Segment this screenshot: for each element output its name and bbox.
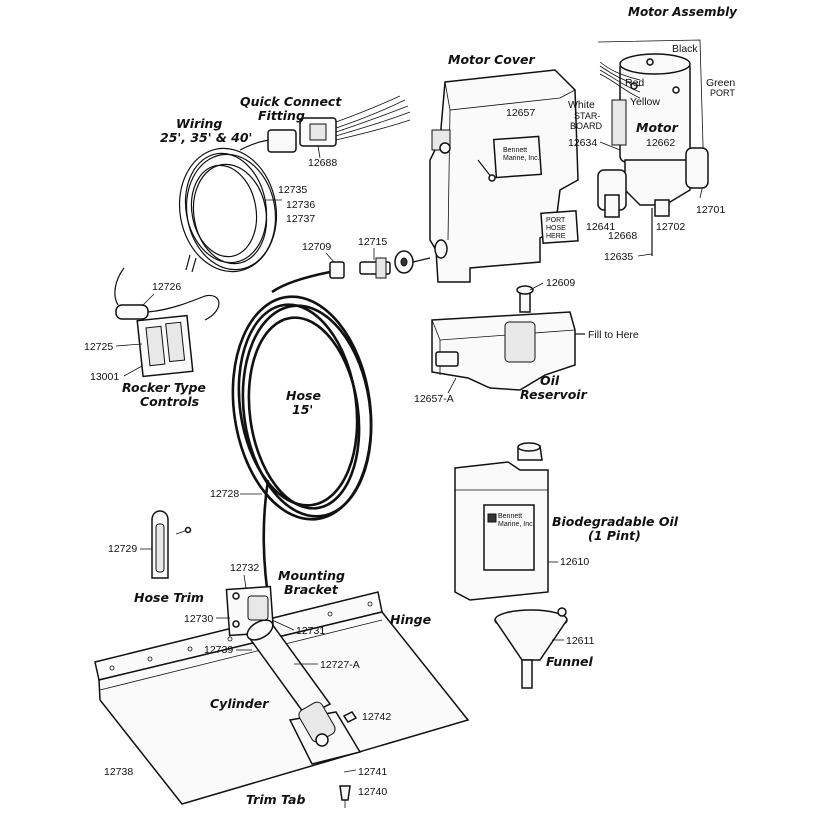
part-12688: 12688 <box>308 157 337 169</box>
part-12731: 12731 <box>296 625 325 637</box>
part-12735: 12735 <box>278 184 307 196</box>
part-12729: 12729 <box>108 543 137 555</box>
part-12728: 12728 <box>210 488 239 500</box>
part-12635: 12635 <box>604 251 633 263</box>
part-12641: 12641 <box>586 221 615 233</box>
port-label: PORT <box>710 88 735 98</box>
oil-reservoir-label-1: Oil <box>540 373 560 388</box>
wire-green-label: Green <box>706 77 735 89</box>
cylinder-label: Cylinder <box>210 696 269 711</box>
wire-yellow-label: Yellow <box>630 96 660 108</box>
hose-trim <box>151 510 192 579</box>
funnel-label: Funnel <box>546 654 594 669</box>
part-12738: 12738 <box>104 766 133 778</box>
part-12741: 12741 <box>358 766 387 778</box>
biodegradable-label-2: (1 Pint) <box>588 528 641 543</box>
part-12742: 12742 <box>362 711 391 723</box>
fill-to-here-label: Fill to Here <box>588 329 639 341</box>
oil-reservoir-label-2: Reservoir <box>520 387 588 402</box>
motor-cover-label: Motor Cover <box>448 52 535 67</box>
cylinder <box>246 619 362 765</box>
part-12732: 12732 <box>230 562 259 574</box>
hose-length-label: 15' <box>292 402 313 417</box>
hose-trim-label: Hose Trim <box>134 590 204 605</box>
hose-coil <box>231 270 373 611</box>
motor-label: Motor <box>636 120 679 135</box>
rocker-label-1: Rocker Type <box>122 380 206 395</box>
part-13001: 13001 <box>90 371 119 383</box>
starboard-label-1: STAR- <box>574 111 600 121</box>
part-12662: 12662 <box>646 137 675 149</box>
part-12611: 12611 <box>566 635 595 647</box>
hose-label: Hose <box>286 388 321 403</box>
funnel <box>494 607 568 689</box>
rocker-label-2: Controls <box>140 394 199 409</box>
part-12657: 12657 <box>506 107 535 119</box>
part-12727a: 12727-A <box>320 659 360 671</box>
part-12702: 12702 <box>656 221 685 233</box>
motor-cover: Bennett Marine, Inc. PORT HOSE HERE <box>429 69 579 283</box>
svg-text:Marine, Inc.: Marine, Inc. <box>503 155 540 162</box>
motor-assembly <box>597 39 709 256</box>
part-12730: 12730 <box>184 613 213 625</box>
svg-text:Marine, Inc.: Marine, Inc. <box>498 521 535 528</box>
part-12709: 12709 <box>302 241 331 253</box>
wire-white-label: White <box>568 99 595 111</box>
port-hose-label-1: PORT <box>546 217 566 224</box>
part-12668: 12668 <box>608 230 637 242</box>
starboard-label-2: BOARD <box>570 121 603 131</box>
part-12725: 12725 <box>84 341 113 353</box>
part-12736: 12736 <box>286 199 315 211</box>
port-hose-label-2: HOSE <box>546 225 566 232</box>
quick-connect-fitting <box>267 95 411 153</box>
part-12610: 12610 <box>560 556 589 568</box>
mounting-label-1: Mounting <box>278 568 345 583</box>
part-12737: 12737 <box>286 213 315 225</box>
part-12739: 12739 <box>204 644 233 656</box>
bolt-12742 <box>342 711 358 723</box>
part-12726: 12726 <box>152 281 181 293</box>
wiring-lengths-label: 25', 35' & 40' <box>160 130 252 145</box>
quick-connect-label-1: Quick Connect <box>240 94 342 109</box>
part-12634: 12634 <box>568 137 597 149</box>
hose-fittings <box>329 250 431 279</box>
motor-assembly-label-1: Motor Assembly <box>628 5 738 19</box>
svg-text:Bennett: Bennett <box>498 513 522 520</box>
oil-reservoir <box>431 285 585 391</box>
biodegradable-label-1: Biodegradable Oil <box>552 514 679 529</box>
rocker-controls <box>114 267 220 378</box>
trim-tab-label: Trim Tab <box>246 792 305 807</box>
wire-black-label: Black <box>672 43 698 55</box>
wire-red-label: Red <box>625 77 644 89</box>
mounting-label-2: Bracket <box>284 582 339 597</box>
screws <box>339 769 357 808</box>
part-12701: 12701 <box>696 204 725 216</box>
part-12715: 12715 <box>358 236 387 248</box>
part-12740: 12740 <box>358 786 387 798</box>
quick-connect-label-2: Fitting <box>258 108 305 123</box>
wiring-label: Wiring <box>176 116 222 131</box>
trim-tab-plate <box>94 591 470 805</box>
oil-bottle: Bennett Marine, Inc. <box>454 442 549 601</box>
svg-text:Bennett: Bennett <box>503 147 527 154</box>
port-hose-label-3: HERE <box>546 233 566 240</box>
part-12609: 12609 <box>546 277 575 289</box>
hinge-label: Hinge <box>390 612 431 627</box>
wiring-coil <box>178 139 278 273</box>
part-12657a: 12657-A <box>414 393 454 405</box>
